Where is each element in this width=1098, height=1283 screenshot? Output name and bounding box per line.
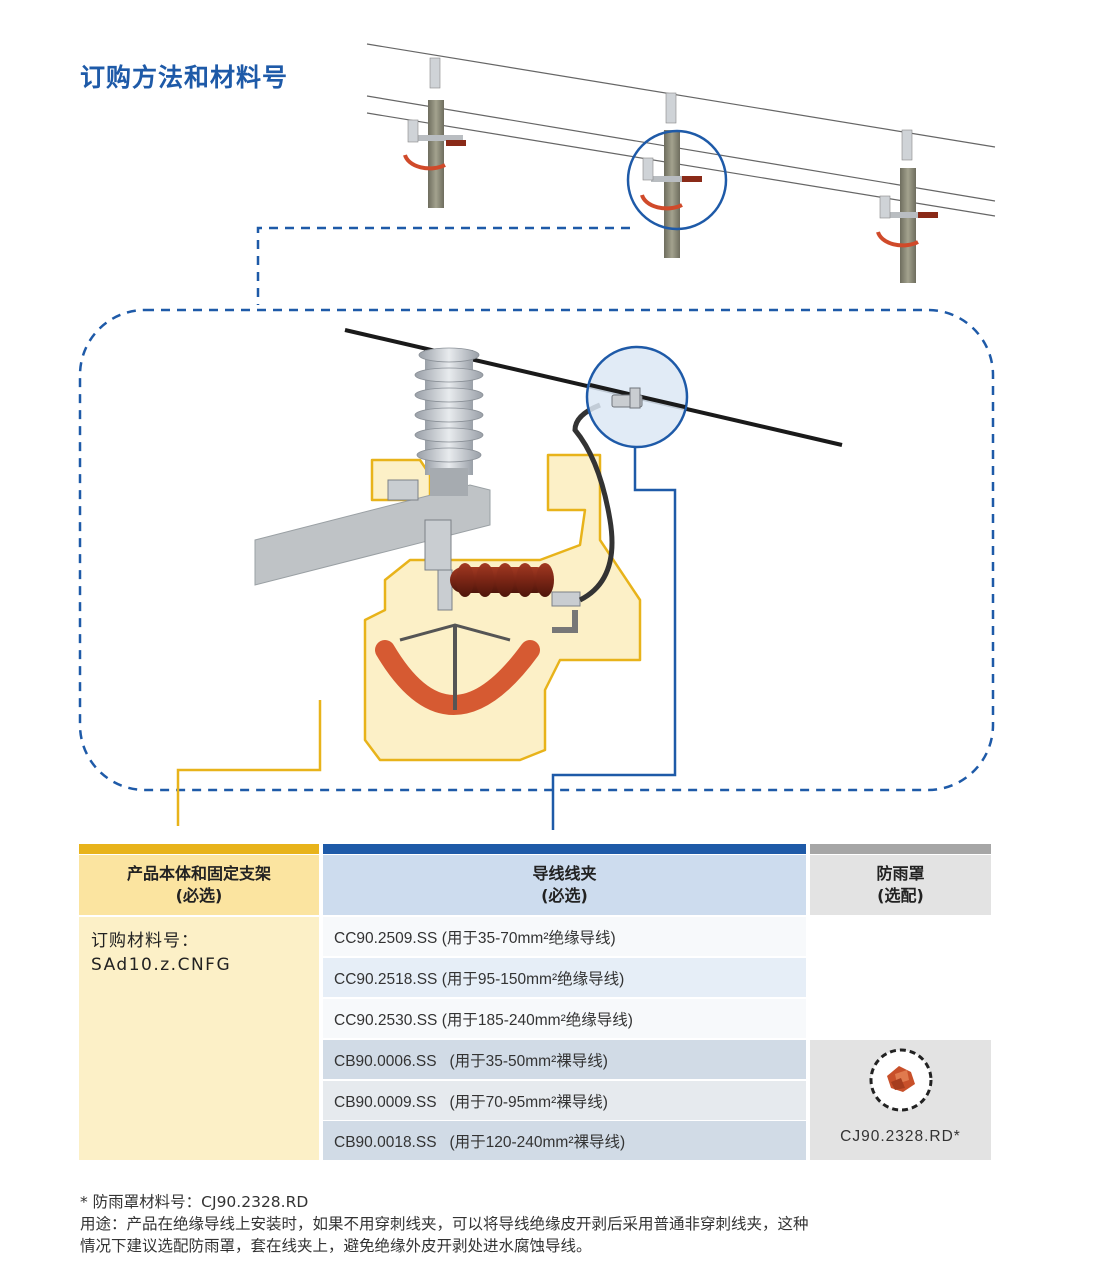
clamp-code: CC90.2530.SS (用于185-240mm²绝缘导线) [334, 1011, 633, 1029]
post-insulator [414, 347, 484, 496]
body-highlight [363, 453, 642, 762]
header-body-title: 产品本体和固定支架 [126, 864, 271, 883]
clamp-code: CB90.0009.SS (用于70-95mm²裸导线) [334, 1093, 608, 1111]
rain-cover-code: CJ90.2328.RD* [840, 1128, 961, 1145]
order-number-value: SAd10.z.CNFG [91, 955, 232, 975]
header-wire-clamp: 导线线夹 (必选) [323, 855, 806, 915]
clamp-code: CC90.2509.SS (用于35-70mm²绝缘导线) [334, 929, 616, 947]
overhead-lines [366, 43, 996, 217]
body-cell [79, 917, 319, 1160]
rain-cover-empty-cell [810, 917, 991, 1036]
header-rain-cover: 防雨罩 (选配) [810, 855, 991, 915]
clamp-code: CB90.0006.SS (用于35-50mm²裸导线) [334, 1052, 608, 1070]
utility-pole-1 [403, 57, 466, 208]
table-row: CC90.2509.SS (用于35-70mm²绝缘导线) [323, 917, 806, 956]
header-clamp-required: (必选) [541, 886, 588, 905]
header-clamp-title: 导线线夹 [532, 864, 597, 883]
page-title: 订购方法和材料号 [80, 63, 289, 92]
clamp-code: CC90.2518.SS (用于95-150mm²绝缘导线) [334, 970, 625, 988]
detail-frame [78, 308, 995, 792]
table-row: CB90.0009.SS (用于70-95mm²裸导线) [323, 1081, 806, 1120]
header-bar-body [79, 844, 319, 854]
order-number-label: 订购材料号： [91, 931, 199, 951]
utility-pole-3 [876, 129, 938, 283]
table-row: CB90.0018.SS (用于120-240mm²裸导线) [323, 1121, 806, 1160]
dashed-connector [256, 226, 630, 305]
table-row: CB90.0006.SS (用于35-50mm²裸导线) [323, 1040, 806, 1079]
header-cap-title: 防雨罩 [876, 864, 925, 883]
installation-illustration [78, 43, 996, 830]
table-row: CC90.2530.SS (用于185-240mm²绝缘导线) [323, 999, 806, 1038]
fixing-bracket [387, 479, 453, 611]
header-body-required: (必选) [175, 886, 223, 905]
utility-pole-2 [640, 92, 702, 258]
wire-clamp [611, 387, 643, 409]
header-bar-cap [810, 844, 991, 854]
lead-cable [572, 402, 615, 603]
header-cap-optional: (选配) [877, 886, 924, 905]
highlight-circle [626, 129, 728, 231]
arrester-body [450, 563, 581, 633]
footnote-cover-number: * 防雨罩材料号：CJ90.2328.RD [80, 1193, 309, 1211]
leader-line-clamp [551, 448, 677, 830]
footnote-usage-line2: 情况下建议选配防雨罩，套在线夹上，避免绝缘外皮开剥处进水腐蚀导线。 [80, 1237, 592, 1255]
spark-gap-ring [375, 623, 540, 715]
table-row: CC90.2518.SS (用于95-150mm²绝缘导线) [323, 958, 806, 997]
footnote-usage-line1: 用途：产品在绝缘导线上安装时，如果不用穿刺线夹，可以将导线绝缘皮开剥后采用普通非… [80, 1215, 809, 1233]
header-body-bracket: 产品本体和固定支架 (必选) [79, 855, 319, 915]
rain-cover-icon [869, 1048, 933, 1112]
leader-line-body [176, 700, 322, 826]
clamp-code: CB90.0018.SS (用于120-240mm²裸导线) [334, 1133, 626, 1151]
header-bar-clamp [323, 844, 806, 854]
